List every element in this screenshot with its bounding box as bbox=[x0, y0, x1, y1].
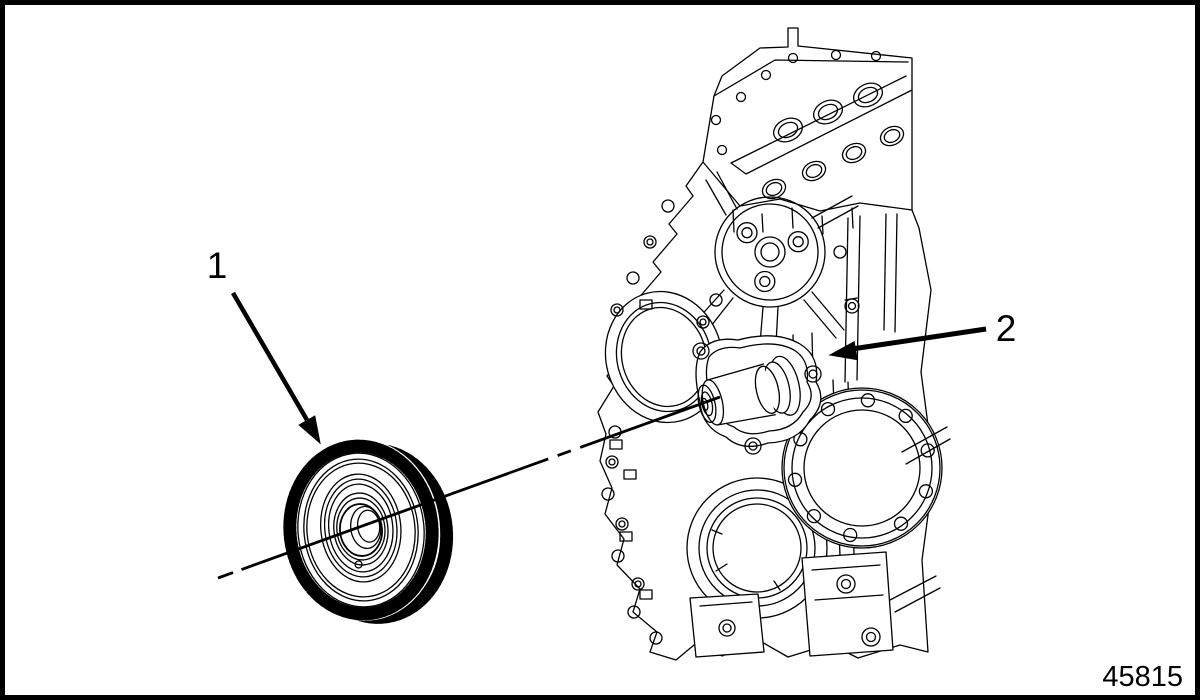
callout-1-label: 1 bbox=[207, 245, 228, 286]
crankshaft-nose-housing bbox=[692, 335, 822, 455]
callout-2-label: 2 bbox=[996, 308, 1017, 349]
figure-number: 45815 bbox=[1102, 661, 1183, 693]
engine-front-view bbox=[597, 27, 951, 661]
callout-2-arrow bbox=[828, 326, 987, 361]
crankshaft-centerline bbox=[217, 395, 721, 580]
crankshaft-timing-gear bbox=[283, 439, 454, 624]
callout-1-arrow bbox=[231, 291, 321, 445]
